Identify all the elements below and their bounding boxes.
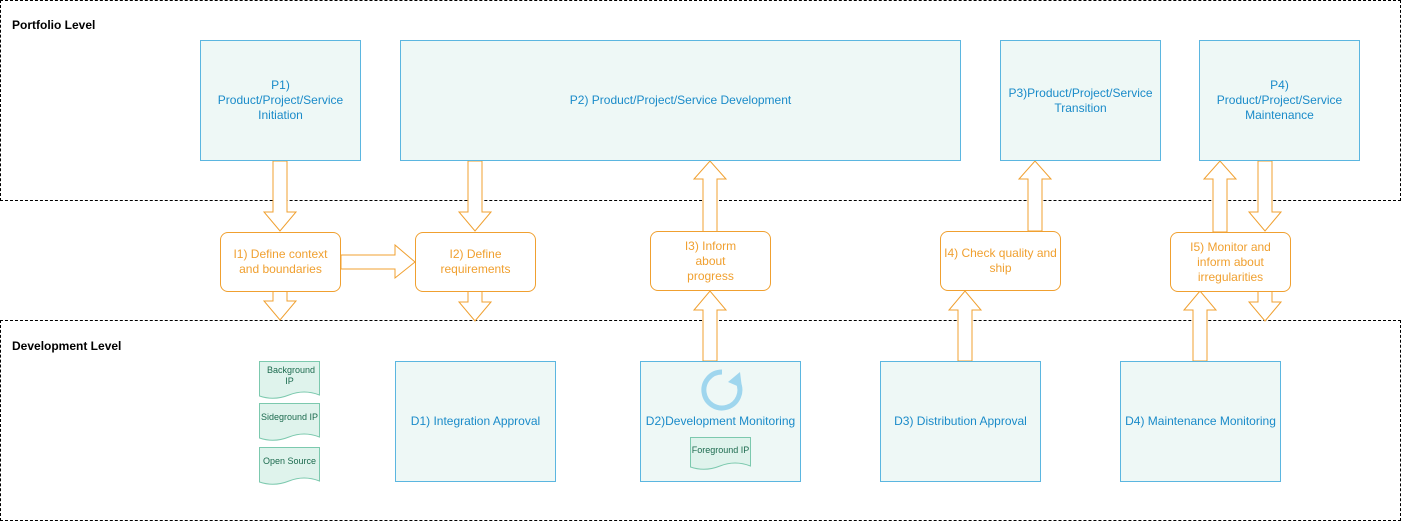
document-shape [259,447,320,485]
sideground-ip-label: Sideground IP [260,412,319,422]
p1-initiation-box[interactable]: P1) Product/Project/Service Initiation [200,40,361,161]
i2-define-requirements-box[interactable]: I2) Define requirements [415,232,536,292]
foreground-ip-document[interactable]: Foreground IP [690,437,751,471]
sideground-ip-document[interactable]: Sideground IP [259,403,320,443]
arrow-p4-to-i5 [1247,160,1283,232]
i3-inform-progress-box[interactable]: I3) Inform about progress [650,231,771,291]
open-source-label: Open Source [262,456,317,466]
arrow-d4-to-i5 [1182,290,1218,362]
arrow-i3-to-p2 [692,160,728,233]
d3-distribution-approval-box[interactable]: D3) Distribution Approval [880,361,1041,482]
arrow-i1-to-i2 [340,243,416,280]
d2-development-monitoring-label: D2)Development Monitoring [645,414,796,428]
document-shape [259,403,320,441]
background-ip-document[interactable]: Background IP [259,361,320,401]
background-ip-label: Background IP [267,365,316,386]
open-source-document[interactable]: Open Source [259,447,320,487]
document-shape [259,361,320,399]
arrow-i2-to-d1 [457,290,493,322]
arrow-p1-to-i1 [262,160,298,232]
d4-maintenance-monitoring-box[interactable]: D4) Maintenance Monitoring [1120,361,1281,482]
i5-monitor-inform-box[interactable]: I5) Monitor and inform about irregularit… [1170,232,1291,292]
arrow-i5-to-development [1247,290,1283,322]
arrow-d3-to-i4 [947,290,983,362]
arrow-d2-to-i3 [692,290,728,362]
p4-maintenance-box[interactable]: P4) Product/Project/Service Maintenance [1199,40,1360,161]
i1-define-context-box[interactable]: I1) Define context and boundaries [220,232,341,292]
p3-transition-box[interactable]: P3)Product/Project/Service Transition [1000,40,1161,161]
arrow-p2-to-i2 [457,160,493,232]
arrow-i4-to-p3 [1017,160,1053,232]
foreground-ip-label: Foreground IP [691,445,750,455]
arrow-i1-to-development [262,290,298,321]
arrow-i5-to-p4 [1202,160,1238,233]
document-shape [690,437,751,470]
development-level-label: Development Level [12,339,122,353]
p2-development-box[interactable]: P2) Product/Project/Service Development [400,40,961,161]
d1-integration-approval-box[interactable]: D1) Integration Approval [395,361,556,482]
portfolio-level-label: Portfolio Level [12,18,96,32]
refresh-cycle-icon [698,368,746,412]
i4-check-quality-box[interactable]: I4) Check quality and ship [940,231,1061,291]
